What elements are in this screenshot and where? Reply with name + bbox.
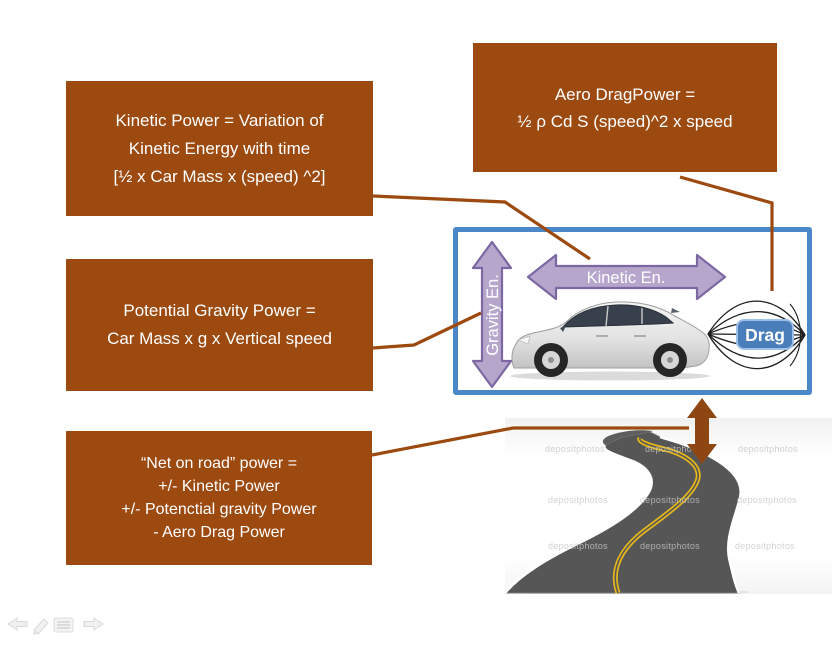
pen-icon[interactable] [33,618,49,635]
gravity-energy-label: Gravity En. [484,274,502,356]
potential-gravity-power-box: Potential Gravity Power = Car Mass x g x… [66,259,373,391]
watermark-text: depositphotos [645,444,705,454]
car-rear-wheel [653,343,687,377]
aero-drag-power-box: Aero DragPower = ½ ρ Cd S (speed)^2 x sp… [473,43,777,172]
drag-badge: Drag [736,319,794,350]
car-greenhouse [561,304,675,328]
kinetic-power-box: Kinetic Power = Variation of Kinetic Ene… [66,81,373,216]
road-illustration: depositphotos depositphotos depositphoto… [505,430,798,594]
car-front-wheel [534,343,568,377]
road-photo: depositphotos depositphotos depositphoto… [505,418,832,594]
net-power-line: “Net on road” power = [140,455,298,472]
watermark-text: depositphotos [737,495,797,505]
energy-diagram: Gravity En. Kinetic En. Drag [471,240,806,389]
potential-gravity-power-line: Potential Gravity Power = [123,301,316,320]
watermark-text: depositphotos [548,495,608,505]
presenter-toolbar [4,615,114,639]
previous-slide-icon[interactable] [7,617,28,631]
menu-icon[interactable] [53,617,74,633]
car-headlight [516,335,531,345]
gravity-energy-arrow: Gravity En. [471,240,513,389]
net-power-line: +/- Kinetic Power [158,478,280,495]
watermark-text: depositphotos [735,541,795,551]
car-illustration [510,301,710,381]
aero-drag-power-line: ½ ρ Cd S (speed)^2 x speed [517,111,733,131]
net-on-road-power-box: “Net on road” power = +/- Kinetic Power … [66,431,372,565]
kinetic-power-line: Kinetic Energy with time [128,138,311,158]
watermark-text: depositphotos [640,541,700,551]
watermark-text: depositphotos [738,444,798,454]
car-window-divider [605,305,609,327]
net-power-line: +/- Potenctial gravity Power [121,501,317,518]
watermark-text: depositphotos [545,444,605,454]
net-power-line: - Aero Drag Power [153,524,285,541]
watermark-text: depositphotos [640,495,700,505]
kinetic-power-line: Kinetic Power = Variation of [115,110,324,130]
drag-badge-label: Drag [745,325,785,345]
kinetic-energy-arrow: Kinetic En. [526,253,727,301]
energy-diagram-frame: Gravity En. Kinetic En. Drag [453,227,812,395]
kinetic-power-line: [½ x Car Mass x (speed) ^2] [113,166,326,186]
next-slide-icon[interactable] [83,617,104,631]
watermark-text: depositphotos [548,541,608,551]
car-antenna-fin [671,308,680,313]
aero-drag-power-line: Aero DragPower = [554,84,696,104]
kinetic-energy-label: Kinetic En. [587,269,666,287]
potential-gravity-power-line: Car Mass x g x Vertical speed [107,329,332,348]
car-mirror [560,326,566,332]
road-surface [505,430,743,594]
